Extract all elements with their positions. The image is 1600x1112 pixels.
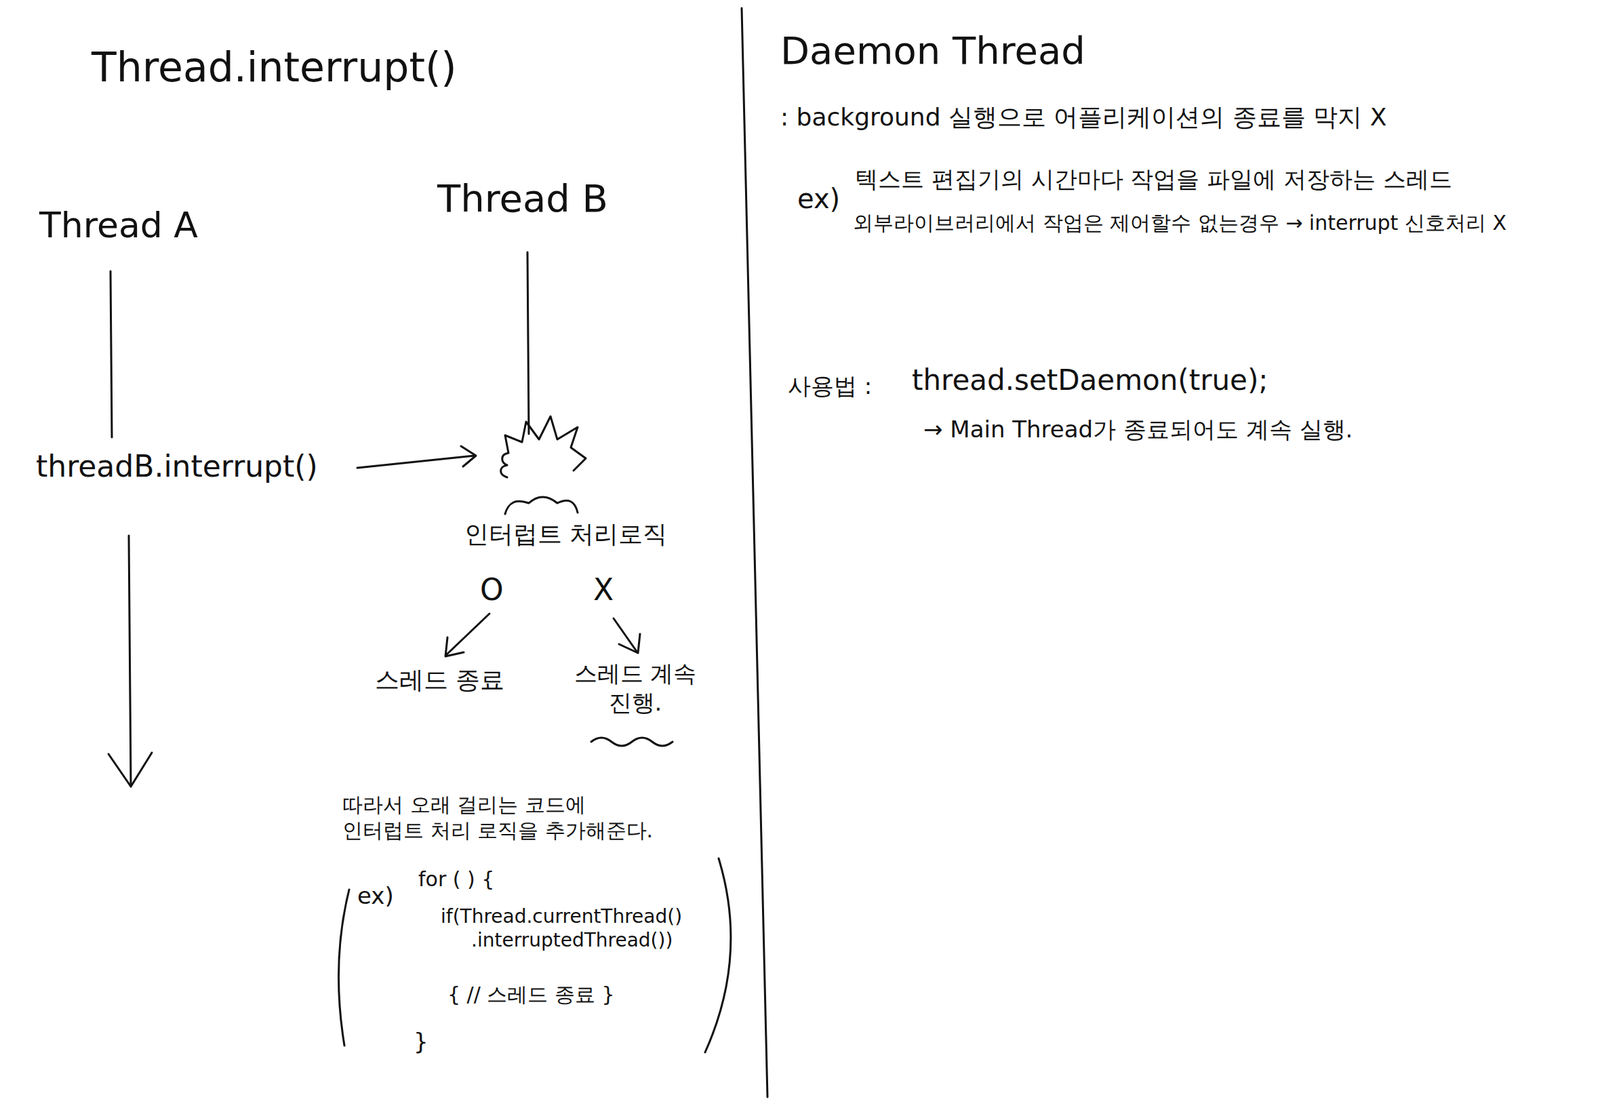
code-bracket — [338, 889, 350, 1046]
example-text: 외부라이브러리에서 작업은 제어할수 없는경우 → interrupt 신호처리… — [852, 210, 1507, 236]
no-mark: X — [593, 570, 614, 609]
interrupt-burst — [501, 416, 586, 478]
code-line: } — [413, 1027, 429, 1057]
logic-label: 인터럽트 처리로직 — [464, 518, 668, 550]
interrupt-arrow — [357, 455, 475, 468]
arrow-head — [618, 633, 640, 653]
heading: Daemon Thread — [780, 27, 1086, 75]
divider-line — [741, 8, 768, 1097]
code-bracket — [705, 858, 731, 1053]
arrow-head — [461, 446, 476, 467]
thread-a-line-continued — [128, 535, 131, 787]
thread-name: Thread B — [437, 174, 609, 223]
thread-name: Thread A — [39, 203, 198, 248]
example-text: 텍스트 편집기의 시간마다 작업을 파일에 저장하는 스레드 — [854, 164, 1453, 194]
code-line: thread.setDaemon(true); — [911, 362, 1268, 399]
note: → Main Thread가 종료되어도 계속 실행. — [923, 414, 1353, 445]
wavy-underline — [591, 737, 673, 746]
method-call: threadB.interrupt() — [35, 447, 318, 485]
example-mark: ex) — [357, 881, 394, 911]
note: 따라서 오래 걸리는 코드에 인터럽트 처리 로직을 추가해준다. — [342, 791, 668, 843]
example-mark: ex) — [797, 181, 840, 216]
thread-b-line — [527, 252, 529, 434]
outcome-label: 스레드 계속 진행. — [564, 658, 707, 717]
definition: : background 실행으로 어플리케이션의 종료를 막지 X — [780, 101, 1387, 133]
arrow-head — [445, 637, 464, 657]
code-line: { // 스레드 종료 } — [447, 981, 615, 1008]
usage-label: 사용법 : — [787, 371, 872, 401]
heading: Thread.interrupt() — [91, 42, 457, 93]
outcome-label: 스레드 종료 — [374, 664, 505, 695]
code-line: for ( ) { — [418, 866, 495, 893]
brace-mark — [505, 496, 578, 514]
arrow-head — [108, 752, 152, 787]
yes-mark: O — [480, 570, 504, 609]
thread-a-line — [110, 271, 112, 438]
code-line: if(Thread.currentThread() .interruptedTh… — [440, 904, 756, 952]
branch-arrow — [446, 613, 490, 655]
